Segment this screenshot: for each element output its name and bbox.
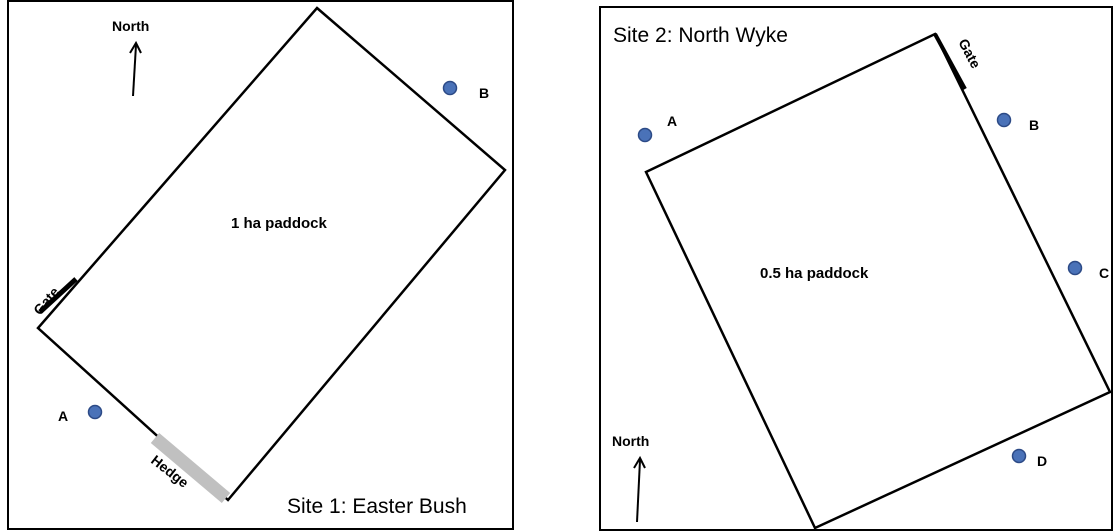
site2-paddock-label: 0.5 ha paddock xyxy=(760,265,869,282)
site2-point-c-marker xyxy=(1067,260,1083,276)
site2-point-a-marker xyxy=(637,127,653,143)
site1-north-arrow-icon xyxy=(129,40,142,97)
site2-point-b-label: B xyxy=(1029,117,1039,133)
site2-gate-label: Gate xyxy=(955,36,984,71)
site1-paddock-label: 1 ha paddock xyxy=(231,215,328,232)
site1-gate-marker xyxy=(38,277,78,314)
site1-point-b-label: B xyxy=(479,85,489,101)
site2-north-label: North xyxy=(612,433,649,449)
site1-point-a-label: A xyxy=(58,408,68,424)
site1-frame xyxy=(7,0,514,530)
site2-frame xyxy=(599,6,1113,531)
site2-title: Site 2: North Wyke xyxy=(613,24,788,47)
site1-title: Site 1: Easter Bush xyxy=(287,495,467,518)
site1-point-a-marker xyxy=(87,404,103,420)
site1-panel: North Gate Hedge 1 ha paddock A B Site 1… xyxy=(7,0,514,530)
site2-point-c-label: C xyxy=(1099,265,1109,281)
site2-point-d-marker xyxy=(1011,448,1027,464)
site1-point-b-marker xyxy=(442,80,458,96)
site2-north-arrow-icon xyxy=(633,455,646,523)
site1-gate-label: Gate xyxy=(30,284,62,318)
site2-point-b-marker xyxy=(996,112,1012,128)
site2-point-a-label: A xyxy=(667,113,677,129)
site2-gate-marker xyxy=(933,33,967,90)
site2-point-d-label: D xyxy=(1037,453,1047,469)
site1-hedge-marker xyxy=(150,433,231,503)
site2-panel: Site 2: North Wyke Gate 0.5 ha paddock A… xyxy=(599,6,1113,531)
site1-north-label: North xyxy=(112,18,149,34)
site1-paddock-outline xyxy=(36,6,507,502)
site2-paddock-outline xyxy=(644,32,1112,530)
